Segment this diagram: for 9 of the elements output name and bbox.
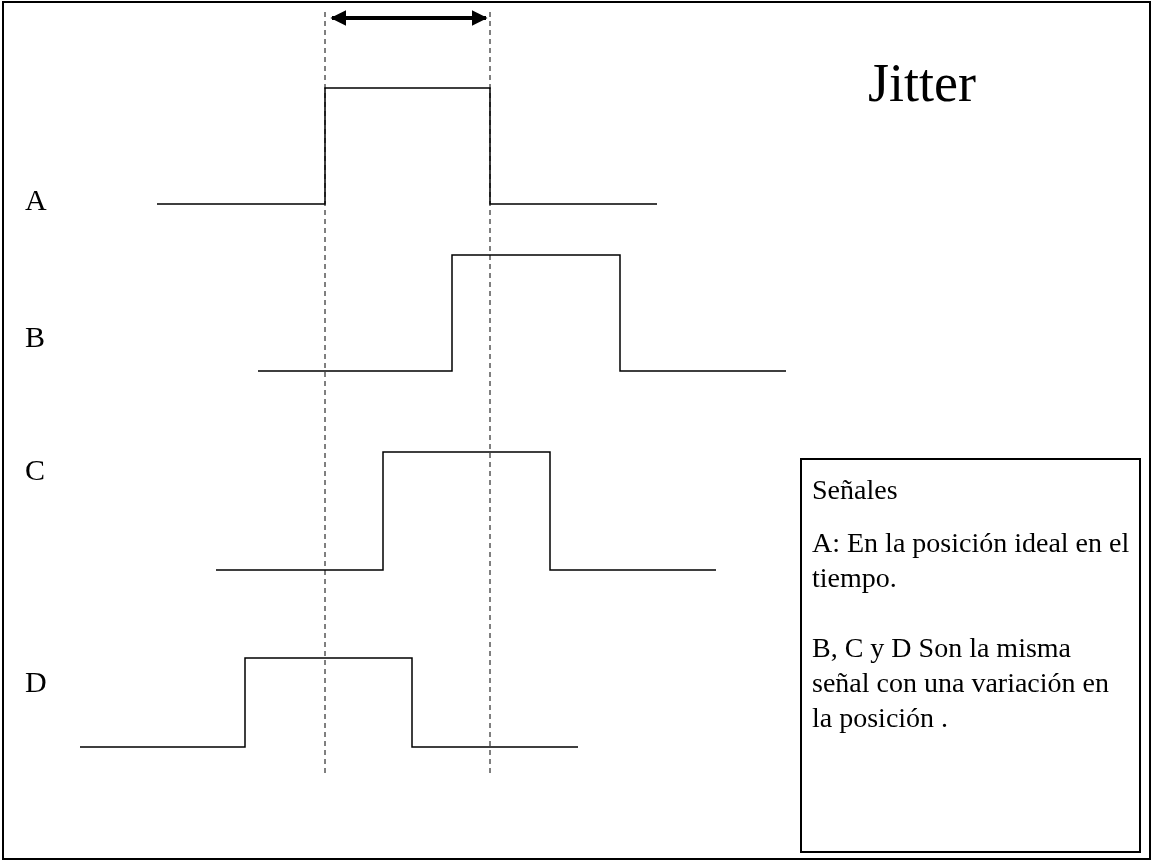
- signal-label: C: [25, 453, 45, 487]
- legend-note: B, C y D Son la misma señal con una variación en la posición .: [812, 631, 1110, 735]
- signal-label: A: [25, 183, 47, 217]
- signal-label: D: [25, 665, 47, 699]
- legend-heading: Señales: [812, 473, 899, 507]
- signal-label: B: [25, 320, 45, 354]
- legend-note: A: En la posición ideal en el tiempo.: [812, 526, 1131, 595]
- note-box: [800, 458, 1141, 853]
- title: Jitter: [868, 52, 976, 114]
